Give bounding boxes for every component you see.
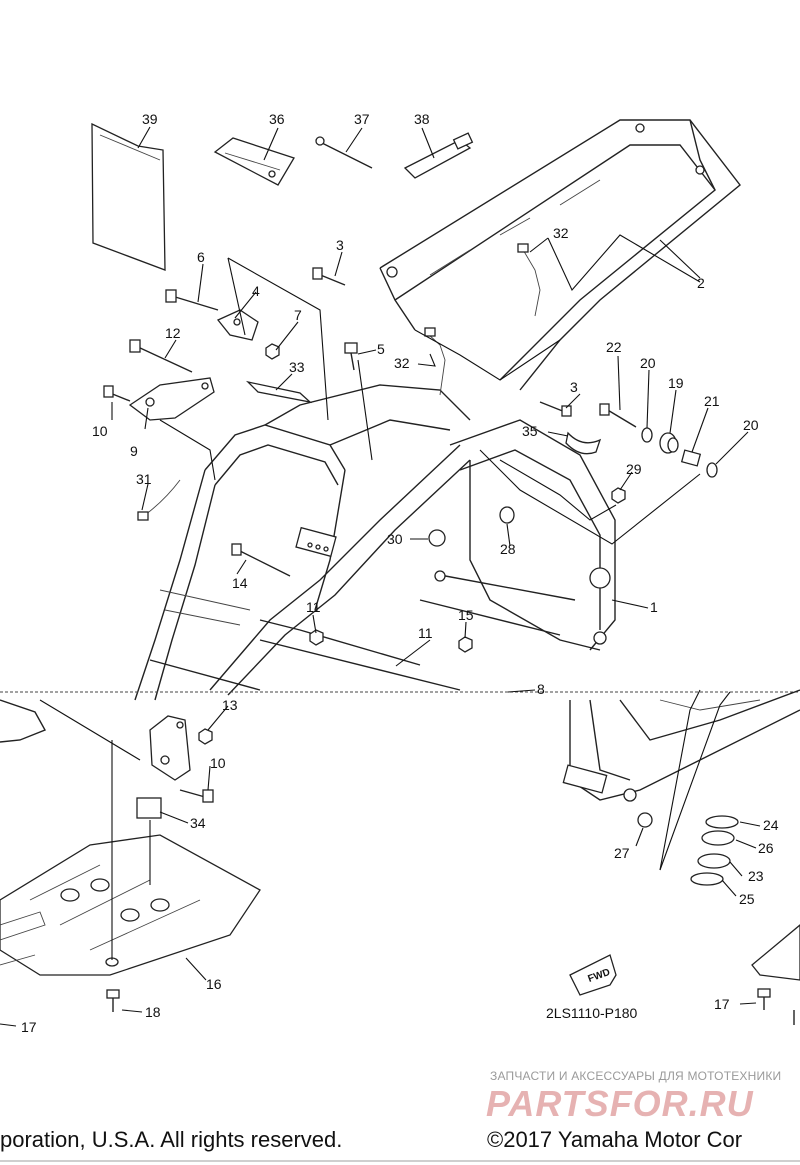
hose-part-32-lower xyxy=(424,327,446,396)
bolt-part-10-upper xyxy=(103,385,131,402)
bolt-part-6 xyxy=(165,289,219,311)
callout-14: 14 xyxy=(232,575,248,591)
callout-27: 27 xyxy=(614,845,630,861)
bracket-part-9 xyxy=(128,377,215,421)
callout-13: 13 xyxy=(222,697,238,713)
callout-4: 4 xyxy=(252,283,260,299)
copyright-left: poration, U.S.A. All rights reserved. xyxy=(0,1127,343,1152)
damper-part-35 xyxy=(565,431,602,455)
callout-21: 21 xyxy=(704,393,720,409)
callout-23: 23 xyxy=(748,868,764,884)
pin-part-37 xyxy=(315,136,373,169)
callout-19: 19 xyxy=(668,375,684,391)
cap-part-28 xyxy=(499,506,515,524)
callout-20-right: 20 xyxy=(743,417,759,433)
nut-part-11-left xyxy=(309,629,324,646)
callout-26: 26 xyxy=(758,840,774,856)
callout-38: 38 xyxy=(414,111,430,127)
callout-11-right: 11 xyxy=(418,625,433,641)
bolt-part-22 xyxy=(599,403,637,428)
lower-left-assembly xyxy=(0,691,800,1012)
washer-part-20-left xyxy=(641,427,653,443)
bushing-part-21 xyxy=(680,449,702,467)
nut-part-29 xyxy=(611,487,626,504)
bolt-part-3-left xyxy=(312,267,346,286)
callout-28: 28 xyxy=(500,541,516,557)
callout-25: 25 xyxy=(739,891,755,907)
nut-part-7 xyxy=(265,343,280,360)
callout-9: 9 xyxy=(130,443,138,459)
callout-39: 39 xyxy=(142,111,158,127)
bolt-part-5 xyxy=(344,342,358,371)
fwd-arrow: FWD xyxy=(569,954,617,996)
clip-part-33 xyxy=(245,380,313,404)
callout-34: 34 xyxy=(190,815,206,831)
callout-8: 8 xyxy=(537,681,545,697)
callout-17-left: 17 xyxy=(21,1019,37,1035)
callout-5: 5 xyxy=(377,341,385,357)
callout-11-left: 11 xyxy=(306,599,321,615)
footer-rule xyxy=(0,1160,800,1162)
callout-17-right: 17 xyxy=(714,996,730,1012)
callout-3-left: 3 xyxy=(336,237,344,253)
callout-32-upper: 32 xyxy=(553,225,569,241)
callout-numbers: 39 36 37 38 32 3 6 2 4 7 12 22 5 32 33 2… xyxy=(21,111,779,1035)
callout-22: 22 xyxy=(606,339,622,355)
callout-20-left: 20 xyxy=(640,355,656,371)
bolt-part-3-right xyxy=(539,401,572,417)
callout-6: 6 xyxy=(197,249,205,265)
copyright-right: ©2017 Yamaha Motor Cor xyxy=(487,1127,743,1152)
callout-3-right: 3 xyxy=(570,379,578,395)
washer-part-20-right xyxy=(706,462,718,478)
cap-part-30 xyxy=(428,529,446,547)
callout-12: 12 xyxy=(165,325,181,341)
nut-part-15 xyxy=(458,636,473,653)
callout-35: 35 xyxy=(522,423,538,439)
callout-30: 30 xyxy=(387,531,403,547)
callout-36: 36 xyxy=(269,111,285,127)
callout-31: 31 xyxy=(136,471,152,487)
callout-1: 1 xyxy=(650,599,658,615)
hose-part-32-upper xyxy=(517,243,541,317)
bracket-part-4 xyxy=(216,309,259,341)
callout-24: 24 xyxy=(763,817,779,833)
callout-33: 33 xyxy=(289,359,305,375)
callout-32-lower: 32 xyxy=(394,355,410,371)
pad-part-36 xyxy=(213,137,295,186)
diagram-code: 2LS1110-P180 xyxy=(546,1005,638,1021)
leader-lines xyxy=(0,126,761,1027)
lower-right-assembly xyxy=(562,689,800,1025)
bolt-part-12 xyxy=(129,339,193,373)
callout-16: 16 xyxy=(206,976,222,992)
watermark-subtitle: ЗАПЧАСТИ И АКСЕССУАРЫ ДЛЯ МОТОТЕХНИКИ xyxy=(490,1069,782,1083)
watermark-logo: PARTSFOR.RU xyxy=(486,1083,754,1124)
callout-15: 15 xyxy=(458,607,474,623)
callout-37: 37 xyxy=(354,111,370,127)
callout-18: 18 xyxy=(145,1004,161,1020)
callout-7: 7 xyxy=(294,307,302,323)
strap-part-38 xyxy=(403,132,474,179)
label-sheet-part-39 xyxy=(91,122,166,271)
callout-2: 2 xyxy=(697,275,705,291)
bolt-part-14 xyxy=(231,543,291,577)
hose-part-31 xyxy=(137,479,181,521)
callout-29: 29 xyxy=(626,461,642,477)
main-frame-assembly xyxy=(134,119,741,701)
callout-10-lower: 10 xyxy=(210,755,226,771)
callout-10-upper: 10 xyxy=(92,423,108,439)
collar-part-19 xyxy=(659,432,679,454)
